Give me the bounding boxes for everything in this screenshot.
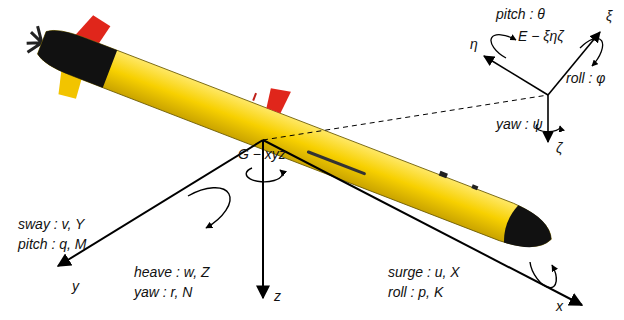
motion-label: roll : p, K bbox=[388, 284, 443, 300]
motion-label: pitch : q, M bbox=[18, 236, 86, 252]
frame-name: E − ξηζ bbox=[518, 28, 564, 44]
frame-angle: pitch : θ bbox=[496, 6, 545, 22]
axis-name: x bbox=[556, 298, 563, 314]
motion-label: surge : u, X bbox=[388, 264, 460, 280]
frame-angle: roll : φ bbox=[566, 70, 605, 86]
axis-name: ξ bbox=[606, 8, 612, 24]
axis-name: z bbox=[274, 288, 281, 304]
frame-name: G − xyz bbox=[238, 146, 286, 162]
motion-label: yaw : r, N bbox=[134, 284, 192, 300]
motion-label: sway : v, Y bbox=[18, 216, 84, 232]
frame-angle: yaw : ψ bbox=[496, 116, 543, 132]
motion-label: heave : w, Z bbox=[134, 264, 209, 280]
axis-name: y bbox=[72, 278, 79, 294]
axis-name: η bbox=[470, 36, 478, 52]
axis-name: ζ bbox=[556, 140, 563, 156]
